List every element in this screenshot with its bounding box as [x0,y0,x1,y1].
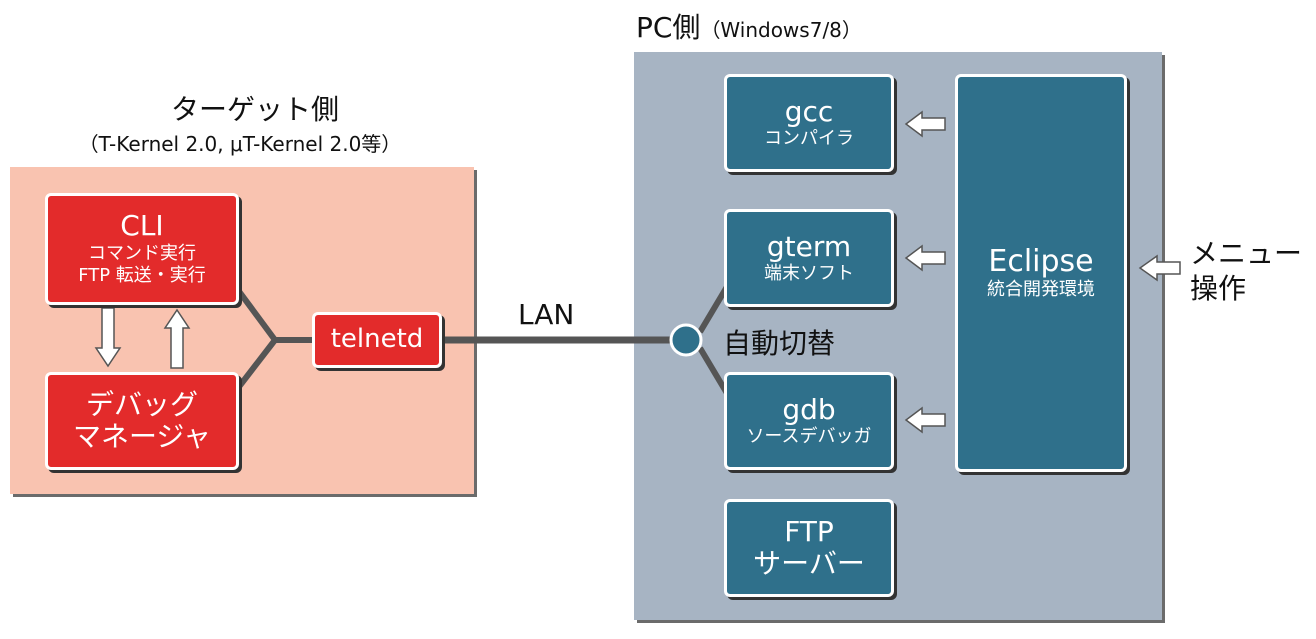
telnetd-label: telnetd [330,324,424,355]
eclipse-box: Eclipse 統合開発環境 [955,74,1127,472]
gdb-branch [697,346,731,397]
down-arrow-icon [94,307,122,368]
ftp-server-line1: FTP [784,514,834,548]
gcc-box: gcc コンパイラ [724,74,894,172]
gdb-box: gdb ソースデバッガ [724,372,894,470]
cli-connector [235,288,278,342]
auto-switch-node [669,323,703,357]
up-arrow-icon [163,308,191,369]
debug-manager-connector [235,338,278,390]
debug-manager-box: デバッグ マネージャ [45,372,239,470]
menu-operation-label: メニュー 操作 [1190,236,1302,306]
gdb-left-arrow-icon [904,406,946,434]
menu-operation-line2: 操作 [1190,272,1247,305]
cli-title: CLI [120,209,164,243]
target-side-title: ターゲット側 [170,93,339,126]
auto-switch-label: 自動切替 [723,327,836,360]
ftp-server-box: FTP サーバー [724,499,894,597]
menu-left-arrow-icon [1138,254,1181,282]
gdb-title: gdb [782,392,836,426]
gcc-sub: コンパイラ [764,127,854,149]
gterm-left-arrow-icon [904,244,946,272]
gterm-sub: 端末ソフト [764,262,854,284]
gterm-title: gterm [766,229,852,263]
ftp-server-line2: サーバー [753,547,865,580]
pc-side-title-text: PC側 [636,11,701,44]
telnetd-box: telnetd [312,312,442,368]
debug-manager-line1: デバッグ [85,387,198,421]
cli-line2: FTP 転送・実行 [78,265,206,287]
gcc-left-arrow-icon [904,110,946,138]
pc-side-title: PC側（Windows7/8） [636,6,862,46]
target-side-subtitle: （T-Kernel 2.0, μT-Kernel 2.0等） [78,132,402,156]
cli-box: CLI コマンド実行 FTP 転送・実行 [45,193,239,305]
pc-side-subtitle: （Windows7/8） [700,18,862,42]
gcc-title: gcc [784,94,834,128]
cli-line1: コマンド実行 [88,242,196,264]
menu-operation-line1: メニュー [1190,237,1303,270]
gdb-sub: ソースデバッガ [746,425,872,447]
debug-manager-line2: マネージャ [72,420,212,453]
gterm-branch [697,283,731,334]
eclipse-title: Eclipse [988,243,1094,279]
gterm-box: gterm 端末ソフト [724,209,894,307]
lan-label: LAN [518,298,575,331]
eclipse-sub: 統合開発環境 [987,279,1095,300]
